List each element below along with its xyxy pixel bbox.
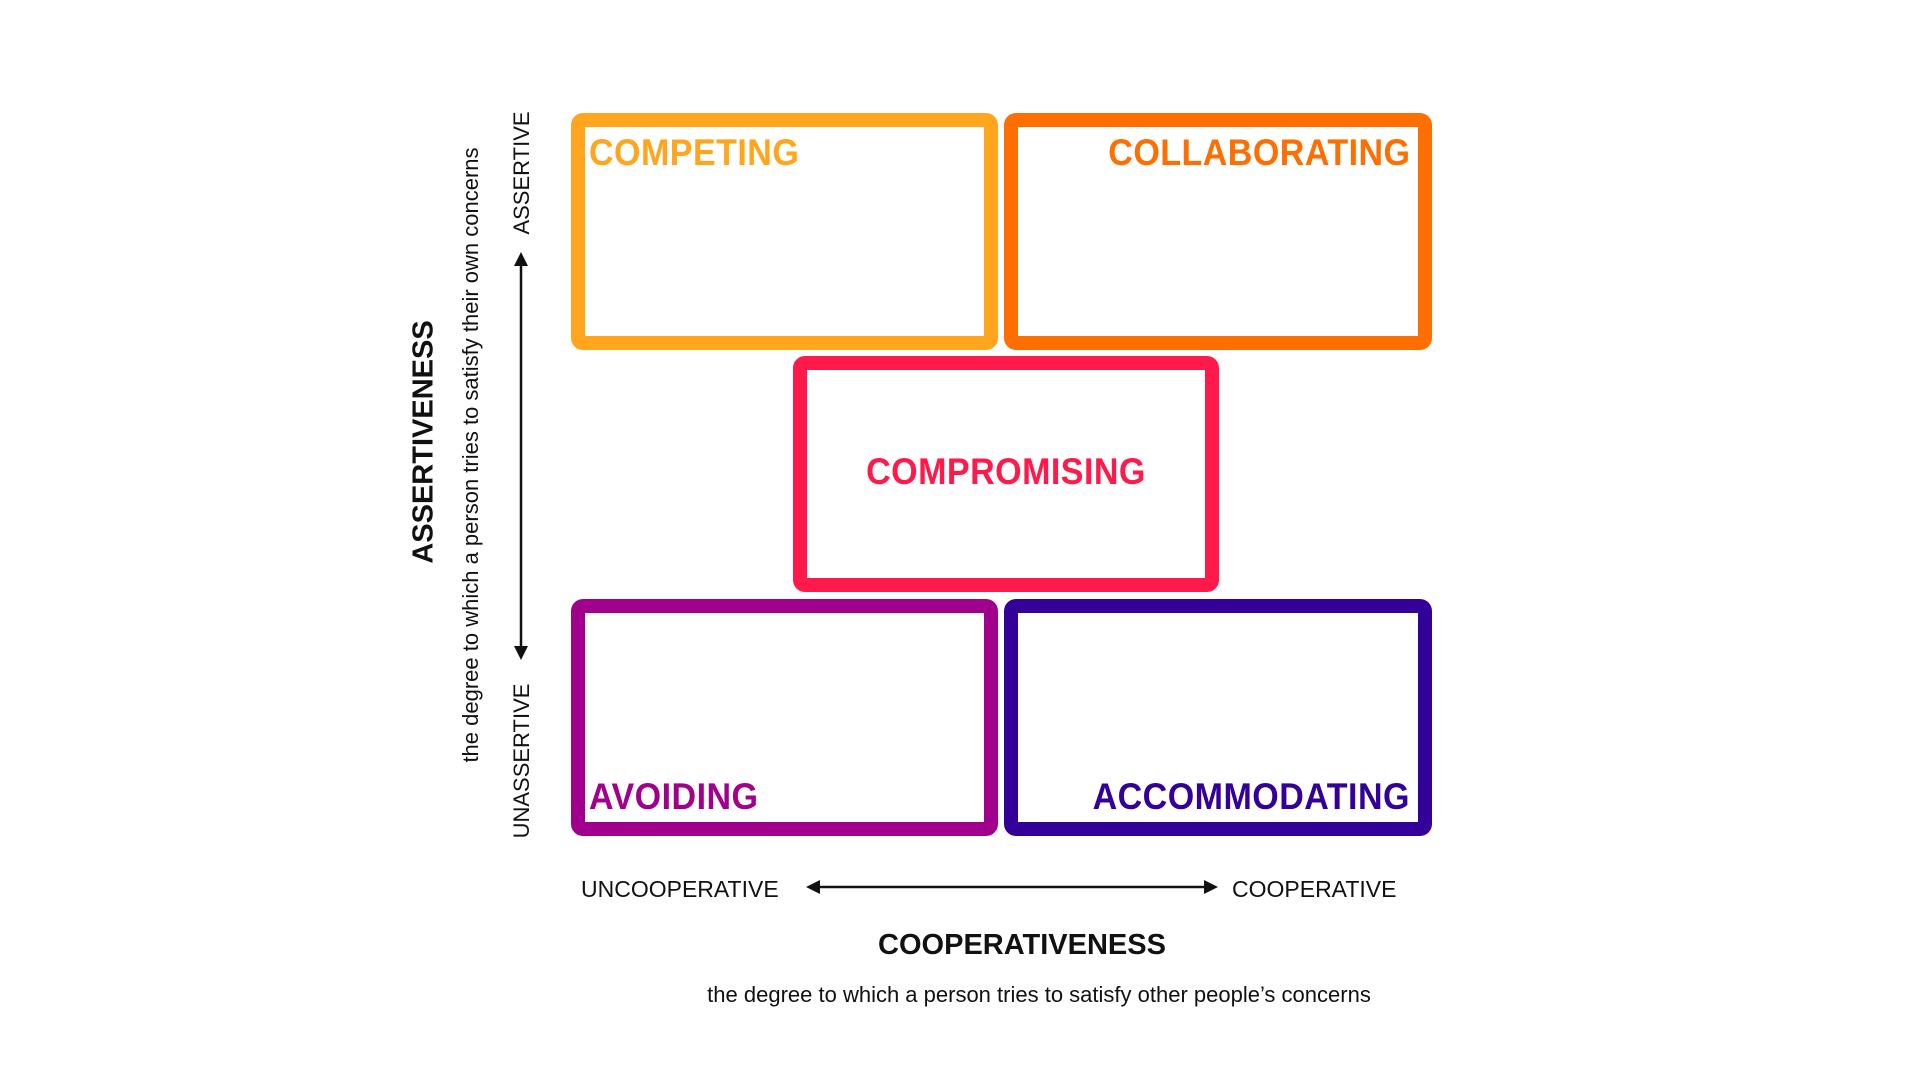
collaborating-label: COLLABORATING xyxy=(1107,132,1410,173)
horizontal-double-arrow xyxy=(806,880,1218,894)
x-axis-title: COOPERATIVENESS xyxy=(878,929,1166,961)
accommodating-label: ACCOMMODATING xyxy=(1092,776,1410,817)
y-axis-high-label: ASSERTIVE xyxy=(509,111,534,235)
compromising-label: COMPROMISING xyxy=(866,451,1146,492)
avoiding-label: AVOIDING xyxy=(589,776,759,817)
accommodating-box xyxy=(1004,599,1432,836)
x-axis-low-label: UNCOOPERATIVE xyxy=(581,876,779,902)
compromising-box xyxy=(793,356,1219,592)
x-axis-high-label: COOPERATIVE xyxy=(1232,876,1397,902)
vertical-double-arrow xyxy=(514,252,528,660)
y-axis-subtitle: the degree to which a person tries to sa… xyxy=(458,147,483,763)
competing-label: COMPETING xyxy=(589,132,800,173)
y-axis-low-label: UNASSERTIVE xyxy=(509,683,534,839)
avoiding-box xyxy=(571,599,998,836)
y-axis-title: ASSERTIVENESS xyxy=(407,320,440,564)
x-axis-subtitle: the degree to which a person tries to sa… xyxy=(707,982,1371,1007)
competing-box xyxy=(571,113,998,350)
collaborating-box xyxy=(1004,113,1432,350)
